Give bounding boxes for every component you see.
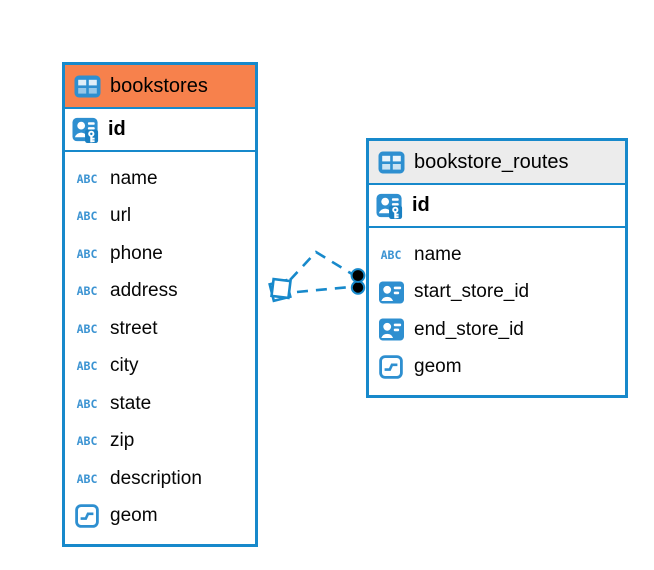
geometry-type-icon <box>73 504 101 529</box>
field-row-zip[interactable]: ABC zip <box>65 423 255 461</box>
field-name: zip <box>110 430 135 452</box>
table-title: bookstores <box>110 74 208 97</box>
field-row-geom[interactable]: geom <box>65 498 255 536</box>
field-row-name[interactable]: ABC name <box>65 160 255 198</box>
field-row-phone[interactable]: ABC phone <box>65 235 255 273</box>
field-name: name <box>414 243 462 265</box>
reference-type-icon <box>377 281 405 304</box>
field-name: phone <box>110 242 163 264</box>
field-row-name[interactable]: ABC name <box>369 236 625 274</box>
field-name: description <box>110 467 202 489</box>
relationship-square-marker[interactable] <box>268 278 292 303</box>
field-row-geom[interactable]: geom <box>369 349 625 387</box>
field-row-end-store-id[interactable]: end_store_id <box>369 311 625 349</box>
primary-key-icon <box>376 192 404 220</box>
geometry-type-icon <box>377 355 405 380</box>
field-row-description[interactable]: ABC description <box>65 460 255 498</box>
text-type-icon: ABC <box>76 209 98 224</box>
field-name: end_store_id <box>414 318 524 340</box>
table-bookstores[interactable]: bookstores id <box>62 62 258 547</box>
relationship-square-marker[interactable] <box>270 277 292 300</box>
text-type-icon: ABC <box>380 247 402 262</box>
relationship-line-start-store[interactable] <box>289 250 353 281</box>
text-type-icon: ABC <box>76 396 98 411</box>
field-name: geom <box>110 505 158 527</box>
field-name: city <box>110 355 139 377</box>
field-name: address <box>110 280 178 302</box>
field-name: url <box>110 205 132 227</box>
table-bookstore-routes-header[interactable]: bookstore_routes <box>369 141 625 185</box>
text-type-icon: ABC <box>76 434 98 449</box>
text-type-icon: ABC <box>76 359 98 374</box>
text-type-icon: ABC <box>76 171 98 186</box>
pk-row-bookstores-id[interactable]: id <box>65 109 255 152</box>
text-type-icon: ABC <box>76 321 98 336</box>
relationship-line-end-store[interactable] <box>296 285 351 294</box>
text-type-icon: ABC <box>76 284 98 299</box>
field-row-address[interactable]: ABC address <box>65 273 255 311</box>
field-name: street <box>110 317 158 339</box>
field-row-state[interactable]: ABC state <box>65 385 255 423</box>
pk-field-name: id <box>412 194 430 216</box>
reference-type-icon <box>377 318 405 341</box>
field-row-url[interactable]: ABC url <box>65 198 255 236</box>
pk-field-name: id <box>108 118 126 140</box>
field-name: name <box>110 167 158 189</box>
text-type-icon: ABC <box>76 246 98 261</box>
table-bookstores-header[interactable]: bookstores <box>65 65 255 109</box>
field-list-routes: ABC name start_store_id <box>369 228 625 395</box>
primary-key-icon <box>72 116 100 144</box>
table-title: bookstore_routes <box>414 150 569 173</box>
field-row-street[interactable]: ABC street <box>65 310 255 348</box>
field-name: geom <box>414 356 462 378</box>
pk-row-routes-id[interactable]: id <box>369 185 625 228</box>
field-row-start-store-id[interactable]: start_store_id <box>369 274 625 312</box>
field-name: state <box>110 392 152 414</box>
field-row-city[interactable]: ABC city <box>65 348 255 386</box>
field-name: start_store_id <box>414 281 530 303</box>
text-type-icon: ABC <box>76 471 98 486</box>
field-list-bookstores: ABC name ABC url ABC phone ABC address A… <box>65 152 255 544</box>
table-bookstore-routes[interactable]: bookstore_routes id <box>366 138 628 398</box>
table-icon <box>73 75 101 98</box>
relationship-dot-marker[interactable] <box>350 280 366 295</box>
relationship-dot-marker[interactable] <box>350 268 366 283</box>
table-icon <box>377 151 405 174</box>
